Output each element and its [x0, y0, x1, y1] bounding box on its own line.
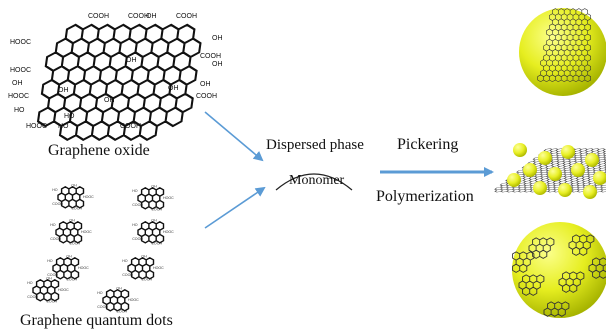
functional-group-label: OH: [212, 61, 223, 68]
gqd-functional-group-label: OH: [141, 255, 147, 259]
quantum-dot: HOOC COOH COOH HO OH: [52, 184, 94, 211]
gqd-functional-group-label: COOH: [27, 295, 38, 299]
gqd-functional-group-label: OH: [66, 255, 72, 259]
polymer-particle: [558, 183, 572, 197]
quantum-dot: HOOC COOH COOH HO OH: [50, 219, 92, 246]
gqd-functional-group-label: HO: [97, 291, 103, 295]
functional-group-label: COOH: [128, 13, 149, 20]
polymer-particle: [583, 185, 597, 199]
functional-group-label: COOH: [200, 53, 221, 60]
quantum-dot: HOOC COOH COOH HO OH: [97, 287, 139, 314]
polymer-particle: [585, 153, 599, 167]
dispersed-phase-label: Dispersed phase: [266, 137, 364, 153]
graphene-sheet-with-particles-icon: [494, 143, 606, 199]
functional-group-label: OH: [146, 13, 157, 20]
gqd-functional-group-label: COOH: [50, 237, 61, 241]
graphene-oxide-sheet-icon: [36, 23, 202, 142]
coated-microsphere-top: [519, 8, 606, 96]
polymer-particle: [548, 167, 562, 181]
gqd-functional-group-label: HOOC: [58, 288, 69, 292]
gqd-functional-group-label: HOOC: [163, 196, 174, 200]
functional-group-label: COOH: [176, 13, 197, 20]
polymer-particle: [533, 181, 547, 195]
gqd-functional-group-label: COOH: [122, 273, 133, 277]
gqd-functional-group-label: HOOC: [153, 266, 164, 270]
functional-group-label: HO: [58, 123, 69, 130]
polymer-particle: [507, 173, 521, 187]
arrow-from-quantum-dots: [204, 186, 266, 229]
quantum-dot: HOOC COOH COOH HO OH: [132, 219, 174, 246]
gqd-functional-group-label: HO: [47, 259, 53, 263]
monomer-droplet-arc: [275, 173, 353, 191]
quantum-dot: HOOC COOH COOH HO OH: [47, 255, 89, 282]
functional-group-label: OH: [104, 97, 115, 104]
pickering-label: Pickering: [397, 136, 459, 153]
gqd-functional-group-label: OH: [46, 277, 52, 281]
gqd-functional-group-label: COOH: [151, 207, 162, 211]
functional-group-label: OH: [58, 87, 69, 94]
functional-group-label: COOH: [196, 93, 217, 100]
gqd-functional-group-label: HO: [27, 281, 33, 285]
gqd-functional-group-label: OH: [116, 287, 122, 291]
quantum-dot: HOOC COOH COOH HO OH: [122, 255, 164, 282]
gqd-functional-group-label: COOH: [132, 203, 143, 207]
gqd-functional-group-label: COOH: [141, 277, 152, 281]
gqd-decorated-microsphere: [512, 222, 606, 318]
graphene-quantum-dots-icon: HOOC COOH COOH HO OH HOOC COOH COOH HO OH HOOC COOH…: [27, 184, 174, 314]
functional-group-label: OH: [168, 85, 179, 92]
functional-group-label: HO: [14, 107, 25, 114]
gqd-functional-group-label: HOOC: [78, 266, 89, 270]
gqd-functional-group-label: HO: [50, 223, 56, 227]
functional-group-label: HOOC: [10, 67, 31, 74]
functional-group-label: HOOC: [10, 39, 31, 46]
gqd-functional-group-label: HO: [132, 189, 138, 193]
gqd-functional-group-label: COOH: [52, 202, 63, 206]
graphene-quantum-dots-label: Graphene quantum dots: [20, 312, 173, 329]
functional-group-label: HOOC: [8, 93, 29, 100]
gqd-functional-group-label: HOOC: [81, 230, 92, 234]
polymer-particle: [593, 171, 606, 185]
gqd-functional-group-label: COOH: [46, 299, 57, 303]
gqd-functional-group-label: HO: [122, 259, 128, 263]
functional-group-label: OH: [12, 80, 23, 87]
functional-group-label: COOH: [120, 123, 141, 130]
polymer-particle: [561, 145, 575, 159]
quantum-dot: HOOC COOH COOH HO OH: [27, 277, 69, 304]
gqd-functional-group-label: HO: [52, 188, 58, 192]
functional-group-label: COOH: [88, 13, 109, 20]
polymer-particle: [538, 151, 552, 165]
polymer-particle: [513, 143, 527, 157]
functional-group-label: OH: [212, 35, 223, 42]
gqd-functional-group-label: OH: [71, 184, 77, 188]
functional-group-label: HO: [64, 113, 75, 120]
gqd-functional-group-label: COOH: [151, 241, 162, 245]
polymer-particle: [523, 163, 537, 177]
gqd-functional-group-label: COOH: [69, 241, 80, 245]
functional-group-label: HOOC: [26, 123, 47, 130]
polymer-particle: [571, 163, 585, 177]
gqd-functional-group-label: COOH: [132, 237, 143, 241]
polymerization-label: Polymerization: [376, 188, 474, 205]
gqd-functional-group-label: HO: [132, 223, 138, 227]
gqd-functional-group-label: OH: [69, 219, 75, 223]
gqd-functional-group-label: OH: [151, 219, 157, 223]
functional-group-label: OH: [200, 81, 211, 88]
gqd-functional-group-label: COOH: [71, 206, 82, 210]
gqd-functional-group-label: COOH: [97, 305, 108, 309]
graphene-oxide-label: Graphene oxide: [48, 142, 150, 159]
gqd-functional-group-label: HOOC: [163, 230, 174, 234]
gqd-functional-group-label: COOH: [116, 309, 127, 313]
gqd-functional-group-label: COOH: [66, 277, 77, 281]
quantum-dot: HOOC COOH COOH HO OH: [132, 185, 174, 212]
gqd-functional-group-label: COOH: [47, 273, 58, 277]
arrow-from-graphene-oxide: [204, 111, 264, 162]
gqd-functional-group-label: HOOC: [83, 195, 94, 199]
monomer-label: Monomer: [289, 173, 345, 188]
gqd-functional-group-label: HOOC: [128, 298, 139, 302]
gqd-functional-group-label: OH: [151, 185, 157, 189]
functional-group-label: OH: [126, 57, 137, 64]
